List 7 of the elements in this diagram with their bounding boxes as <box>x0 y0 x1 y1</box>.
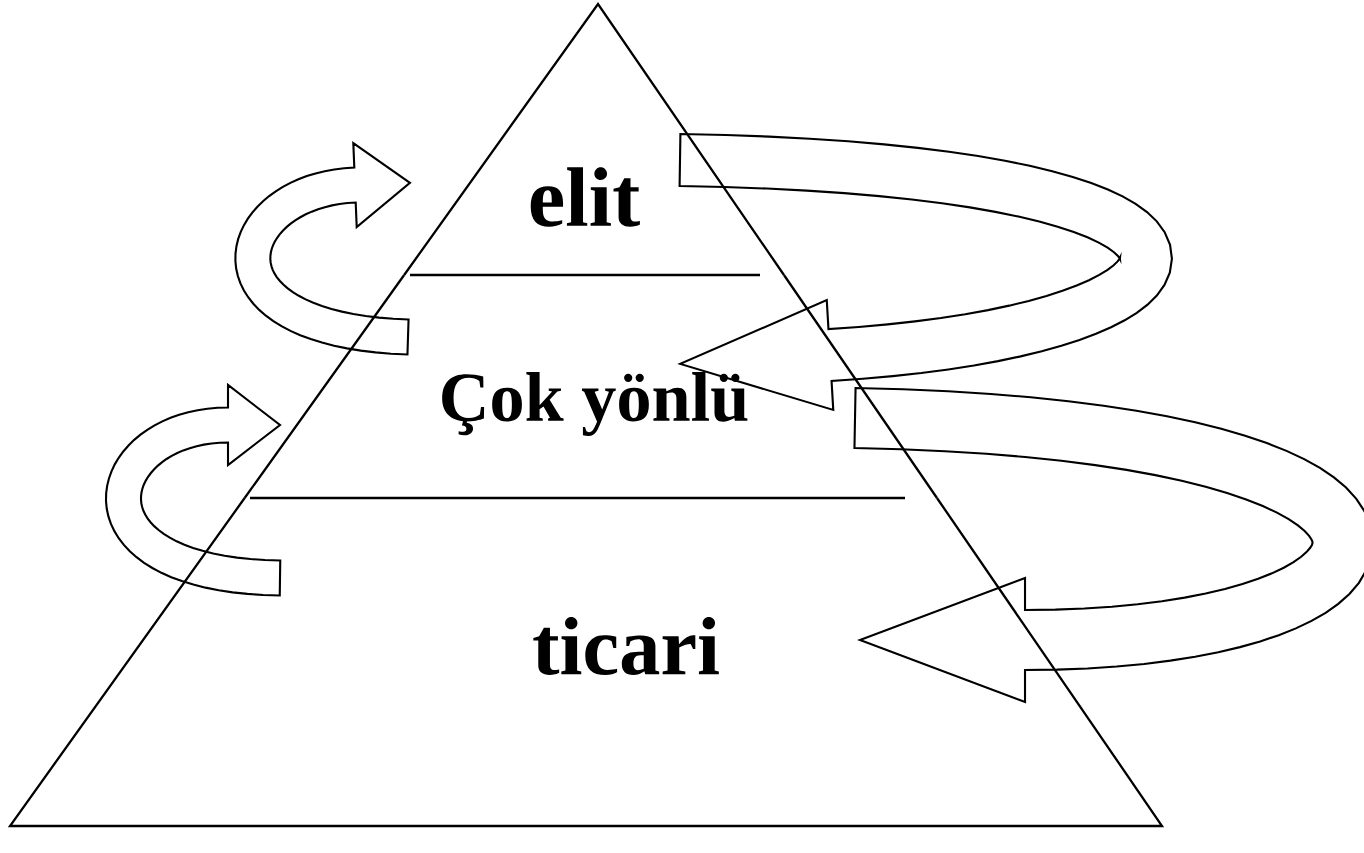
curved-block-arrow <box>853 386 1364 704</box>
curved-block-arrow <box>234 140 412 356</box>
pyramid-band: elit <box>403 2 785 277</box>
pyramid-band: Çok yönlü <box>243 273 939 500</box>
pyramid-band: ticari <box>7 497 1165 828</box>
curved-block-arrow <box>104 382 282 597</box>
curved-block-arrow <box>677 132 1173 412</box>
